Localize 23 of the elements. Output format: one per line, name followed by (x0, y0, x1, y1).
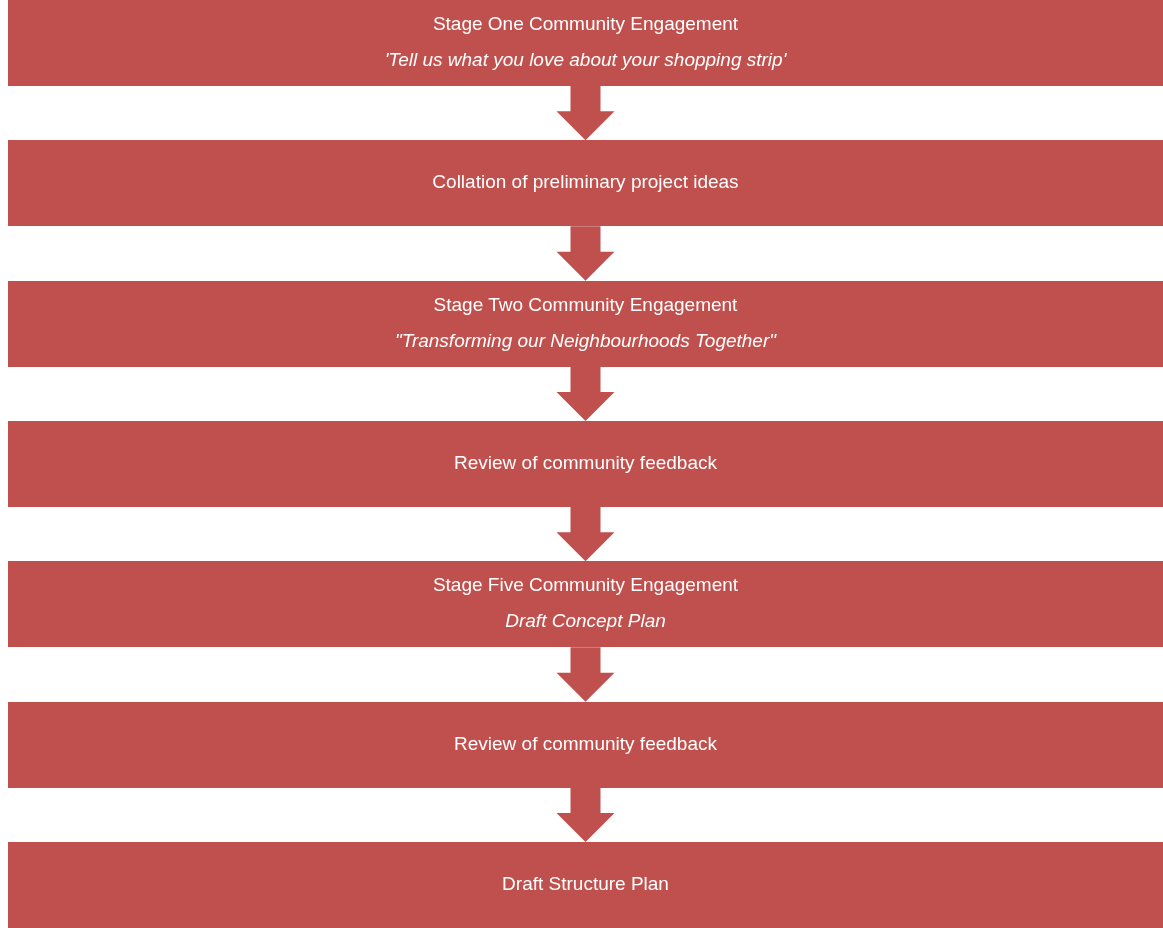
box-subtitle: Draft Concept Plan (505, 610, 666, 633)
box-title: Stage One Community Engagement (432, 13, 739, 35)
block-arrow (556, 787, 615, 842)
block-arrow (556, 507, 615, 562)
process-box (8, 140, 1163, 227)
block-arrow (556, 647, 615, 702)
box-title: Review of community feedback (454, 452, 717, 474)
process-box (8, 280, 1163, 367)
box-title: Stage Five Community Engagement (432, 574, 739, 597)
box-title: Stage Two Community Engagement (433, 293, 738, 316)
block-arrow (556, 86, 615, 141)
process-box (8, 841, 1163, 928)
box-subtitle: "Transforming our Neighbourhoods Together" (394, 329, 776, 352)
block-arrow (556, 226, 615, 281)
block-arrow (556, 366, 615, 421)
process-box (8, 421, 1163, 507)
process-box (8, 561, 1163, 648)
box-title: Collation of preliminary project ideas (432, 171, 739, 194)
box-subtitle: 'Tell us what you love about your shopping strip' (384, 49, 787, 71)
process-box (8, 0, 1163, 86)
box-title: Review of community feedback (454, 732, 717, 755)
box-title: Draft Structure Plan (502, 872, 669, 895)
process-box (8, 701, 1163, 788)
